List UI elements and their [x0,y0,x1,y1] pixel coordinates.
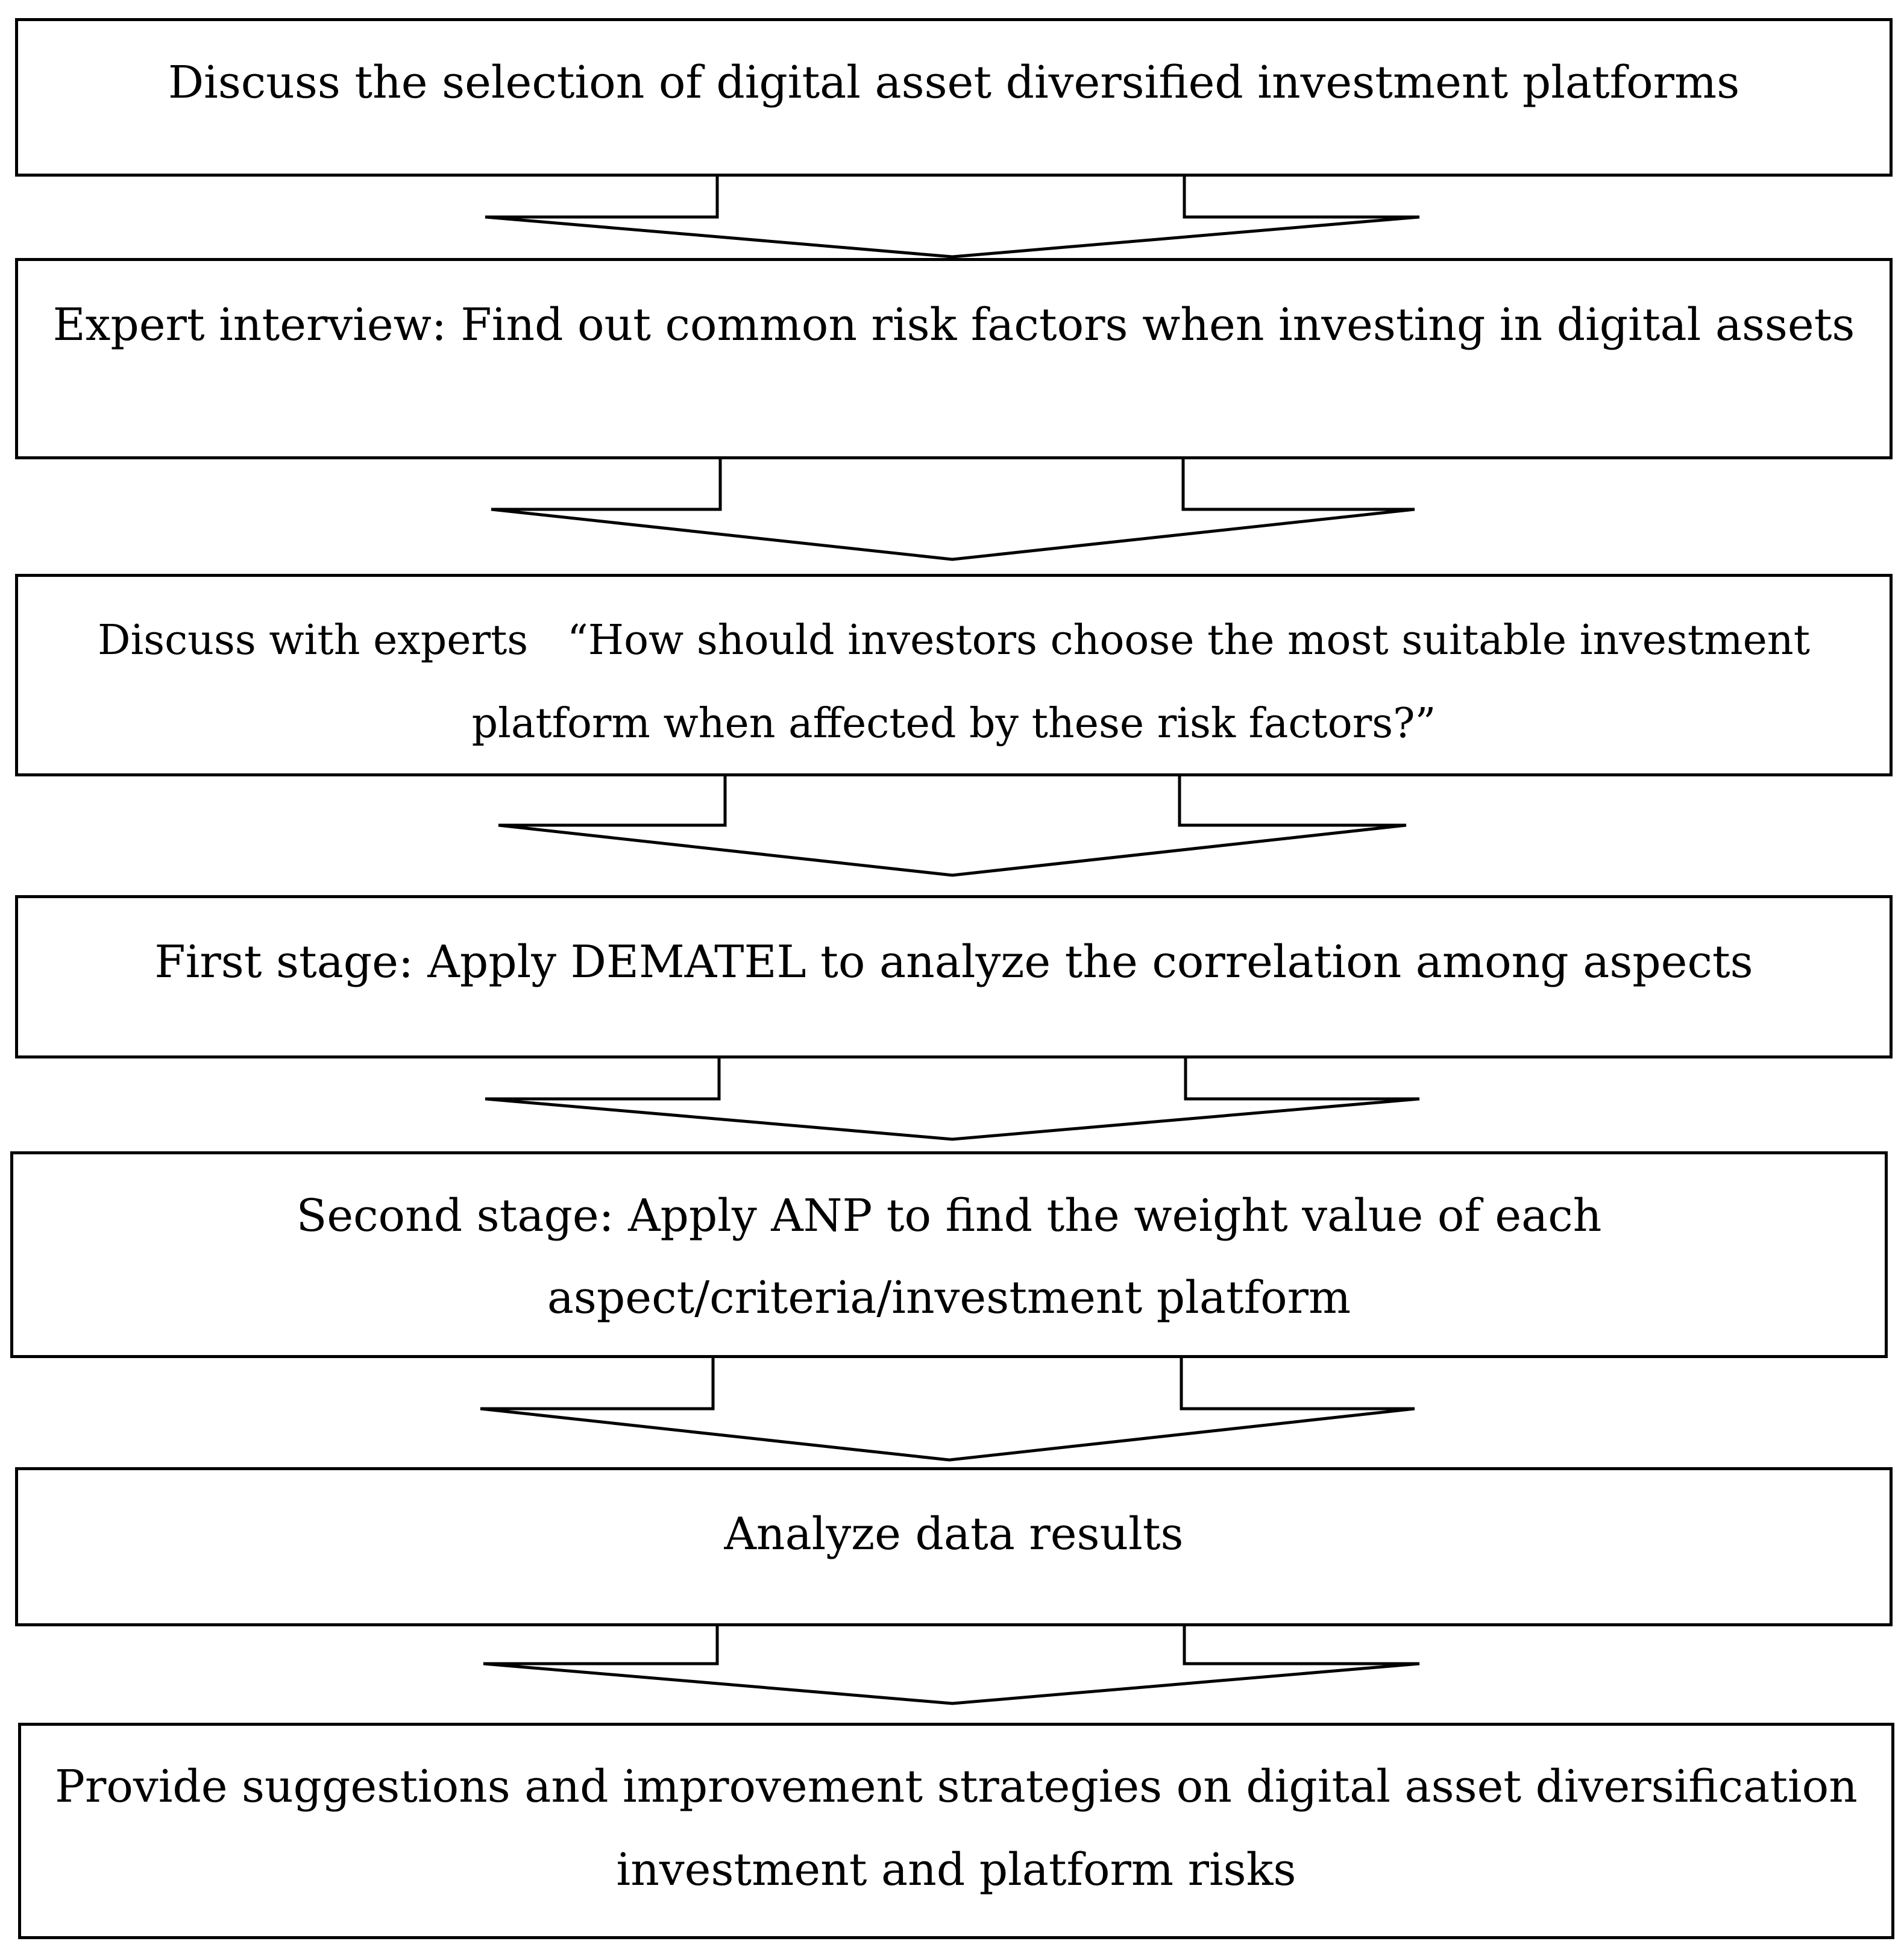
flow-step-6-line-1: Analyze data results [724,1508,1184,1560]
flow-step-5-line-1: Second stage: Apply ANP to find the weig… [296,1190,1602,1242]
flow-step-7-line-1: Provide suggestions and improvement stra… [55,1761,1858,1813]
flow-step-1: Discuss the selection of digital asset d… [15,18,1893,177]
arrow-1 [485,177,1420,259]
flow-step-3-line-2: platform when affected by these risk fac… [471,700,1436,747]
arrow-3 [498,776,1407,877]
flow-step-7-line-2: investment and platform risks [616,1844,1296,1896]
arrow-2 [491,459,1415,561]
arrow-5 [480,1358,1415,1462]
flow-step-3: Discuss with experts “How should investo… [15,574,1893,776]
arrow-6 [483,1626,1420,1705]
flow-step-5-line-2: aspect/criteria/investment platform [547,1272,1351,1324]
flow-step-1-line-1: Discuss the selection of digital asset d… [168,57,1740,109]
flow-step-4: First stage: Apply DEMATEL to analyze th… [15,895,1893,1058]
flow-step-2-line-1: Expert interview: Find out common risk f… [52,299,1855,351]
flow-step-3-line-1: Discuss with experts “How should investo… [97,617,1811,664]
arrow-4 [485,1058,1420,1141]
flow-step-7: Provide suggestions and improvement stra… [18,1723,1894,1939]
flow-step-5: Second stage: Apply ANP to find the weig… [10,1151,1888,1358]
flow-step-2: Expert interview: Find out common risk f… [15,258,1893,459]
flow-step-4-line-1: First stage: Apply DEMATEL to analyze th… [154,936,1753,988]
flow-step-6: Analyze data results [15,1467,1893,1626]
